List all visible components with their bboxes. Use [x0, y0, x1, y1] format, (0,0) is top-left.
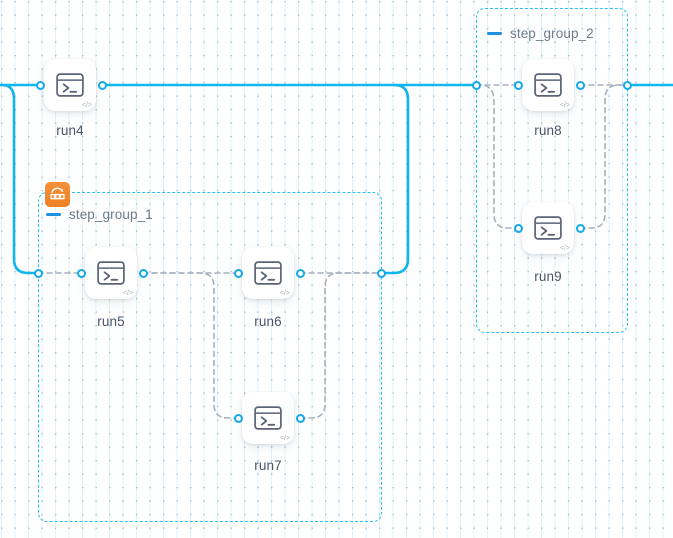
node-card-run9[interactable]: </> [522, 202, 574, 254]
port-run4-out[interactable] [97, 80, 107, 90]
collapse-dash-icon[interactable] [487, 31, 502, 35]
terminal-icon [254, 261, 282, 285]
code-badge-icon: </> [279, 435, 290, 442]
group-label-step_group_2: step_group_2 [510, 25, 594, 41]
terminal-icon [56, 73, 84, 97]
node-card-run6[interactable]: </> [242, 247, 294, 299]
code-badge-icon: </> [559, 245, 570, 252]
node-label-run9: run9 [534, 269, 562, 284]
node-card-run4[interactable]: </> [44, 59, 96, 111]
group-header-step_group_2[interactable]: step_group_2 [487, 24, 594, 42]
port-group1-out[interactable] [376, 268, 386, 278]
port-run4-in[interactable] [35, 80, 45, 90]
terminal-icon [534, 216, 562, 240]
node-card-run5[interactable]: </> [85, 247, 137, 299]
edge-canvas-left-to-group1-in[interactable] [0, 83, 40, 275]
terminal-icon [97, 261, 125, 285]
node-label-run7: run7 [254, 458, 282, 473]
port-run9-out[interactable] [575, 223, 585, 233]
group-label-step_group_1: step_group_1 [69, 206, 153, 222]
code-badge-icon: </> [559, 102, 570, 109]
node-label-run5: run5 [97, 314, 125, 329]
port-group1-in[interactable] [33, 268, 43, 278]
node-card-run7[interactable]: </> [242, 392, 294, 444]
port-run8-in[interactable] [513, 80, 523, 90]
port-run6-out[interactable] [295, 268, 305, 278]
port-run9-in[interactable] [513, 223, 523, 233]
node-card-run8[interactable]: </> [522, 59, 574, 111]
port-group2-out[interactable] [622, 80, 632, 90]
port-run8-out[interactable] [575, 80, 585, 90]
node-label-run6: run6 [254, 314, 282, 329]
node-label-run8: run8 [534, 123, 562, 138]
port-run7-out[interactable] [295, 413, 305, 423]
edge-run4-out-to-group1-out[interactable] [379, 83, 410, 275]
collapse-dash-icon[interactable] [46, 212, 61, 216]
port-run5-in[interactable] [76, 268, 86, 278]
port-run7-in[interactable] [233, 413, 243, 423]
port-run6-in[interactable] [233, 268, 243, 278]
code-badge-icon: </> [122, 290, 133, 297]
node-label-run4: run4 [56, 123, 84, 138]
step-functions-icon[interactable] [45, 182, 70, 207]
code-badge-icon: </> [279, 290, 290, 297]
port-run5-out[interactable] [138, 268, 148, 278]
terminal-icon [534, 73, 562, 97]
step-functions-glyph [50, 187, 65, 200]
group-box-step_group_1[interactable] [38, 192, 382, 522]
port-group2-in[interactable] [471, 80, 481, 90]
terminal-icon [254, 406, 282, 430]
group-box-step_group_2[interactable] [476, 8, 628, 333]
group-header-step_group_1[interactable]: step_group_1 [46, 205, 153, 223]
code-badge-icon: </> [81, 102, 92, 109]
